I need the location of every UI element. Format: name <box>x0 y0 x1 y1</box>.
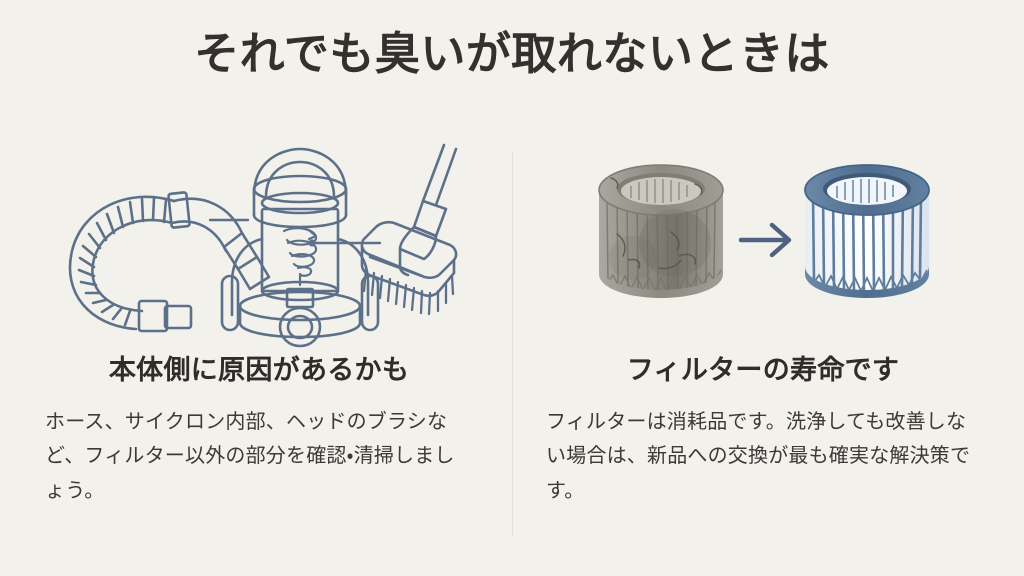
arrow-right-icon <box>738 222 792 257</box>
filter-replacement-illustration <box>530 140 996 330</box>
column-body-text-body-side: ホース、サイクロン内部、ヘッドのブラシなど、フィルター以外の部分を確認・清掃しま… <box>45 411 455 502</box>
cyclone-swirl-icon <box>282 226 318 286</box>
column-body-side: 本体側に原因があるかも ホース、サイクロン内部、ヘッドのブラシなど、フィルター以… <box>26 140 492 508</box>
column-heading-body-side: 本体側に原因があるかも <box>108 355 410 385</box>
dirty-filter-icon <box>598 163 724 298</box>
brush-head-icon <box>360 143 458 315</box>
clean-filter-icon <box>804 163 930 298</box>
column-body-text-filter-life: フィルターは消耗品です。洗浄しても改善しない場合は、新品への交換が最も確実な解決… <box>546 411 971 502</box>
column-divider <box>512 152 513 535</box>
page-title: それでも臭いが取れないときは <box>194 28 830 79</box>
vacuum-parts-illustration <box>26 140 492 347</box>
hose-icon <box>68 190 271 332</box>
cyclone-vacuum-icon <box>220 147 380 347</box>
column-filter-life: フィルターの寿命です フィルターは消耗品です。洗浄しても改善しない場合は、新品へ… <box>530 140 996 508</box>
leader-line-brush <box>308 238 382 247</box>
column-heading-filter-life: フィルターの寿命です <box>626 355 900 385</box>
